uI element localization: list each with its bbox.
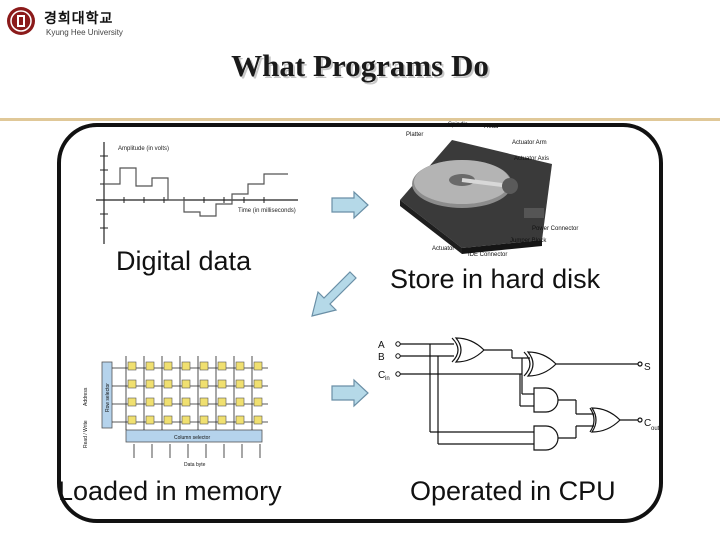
disk-callout-actuator-axis: Actuator Axis [514,156,549,162]
operated-cpu-label: Operated in CPU [410,476,616,506]
memory-data-byte-label: Data byte [184,462,206,468]
arrow-down-left-icon [311,271,357,317]
memory-read-write-label: Read / Write [83,420,89,448]
adder-input-a: A [378,340,385,351]
content-frame [57,123,663,523]
graph-ylabel: Amplitude (in volts) [118,146,169,152]
memory-array-diagram: Row selector Address Read / Write Column… [83,356,268,468]
adder-carry-subscript: out [651,426,660,432]
disk-callout-platter: Platter [406,132,423,138]
university-logo: 경희대학교 Kyung Hee University [6,6,131,40]
disk-callout-head: Head [484,124,498,130]
memory-address-label: Address [83,387,89,406]
disk-callout-ide-connector: IDE Connector [468,252,507,258]
disk-callout-power-connector: Power Connector [532,226,578,232]
disk-callout-spindle: Spindle [448,122,469,128]
arrow-right-icon [331,190,369,220]
hard-disk-diagram: Spindle Head Platter Actuator Arm Actuat… [400,122,578,258]
disk-callout-jumper-block: Jumper Block [510,238,547,244]
university-name-english: Kyung Hee University [46,28,123,37]
title-divider [0,118,720,121]
adder-input-c-subscript: in [385,376,390,382]
arrow-right-icon [331,378,369,408]
graph-xlabel: Time (in milliseconds) [238,208,296,214]
disk-callout-actuator-arm: Actuator Arm [512,140,547,146]
full-adder-circuit: A B C in S C out [378,337,660,451]
adder-input-c: C [378,370,385,381]
loaded-memory-label: Loaded in memory [58,476,282,506]
memory-row-selector-label: Row selector [105,383,111,412]
university-name-korean: 경희대학교 [44,11,114,27]
memory-column-selector-label: Column selector [174,435,210,441]
digital-data-label: Digital data [116,246,252,276]
adder-sum-output: S [644,362,651,373]
digital-signal-graph: Amplitude (in volts) Time (in millisecon… [96,142,298,244]
university-seal-icon [7,7,35,35]
store-hard-disk-label: Store in hard disk [390,264,601,294]
adder-input-b: B [378,352,385,363]
adder-carry-output: C [644,418,651,429]
slide-title: What Programs Do [231,48,489,83]
disk-callout-actuator: Actuator [432,246,454,252]
